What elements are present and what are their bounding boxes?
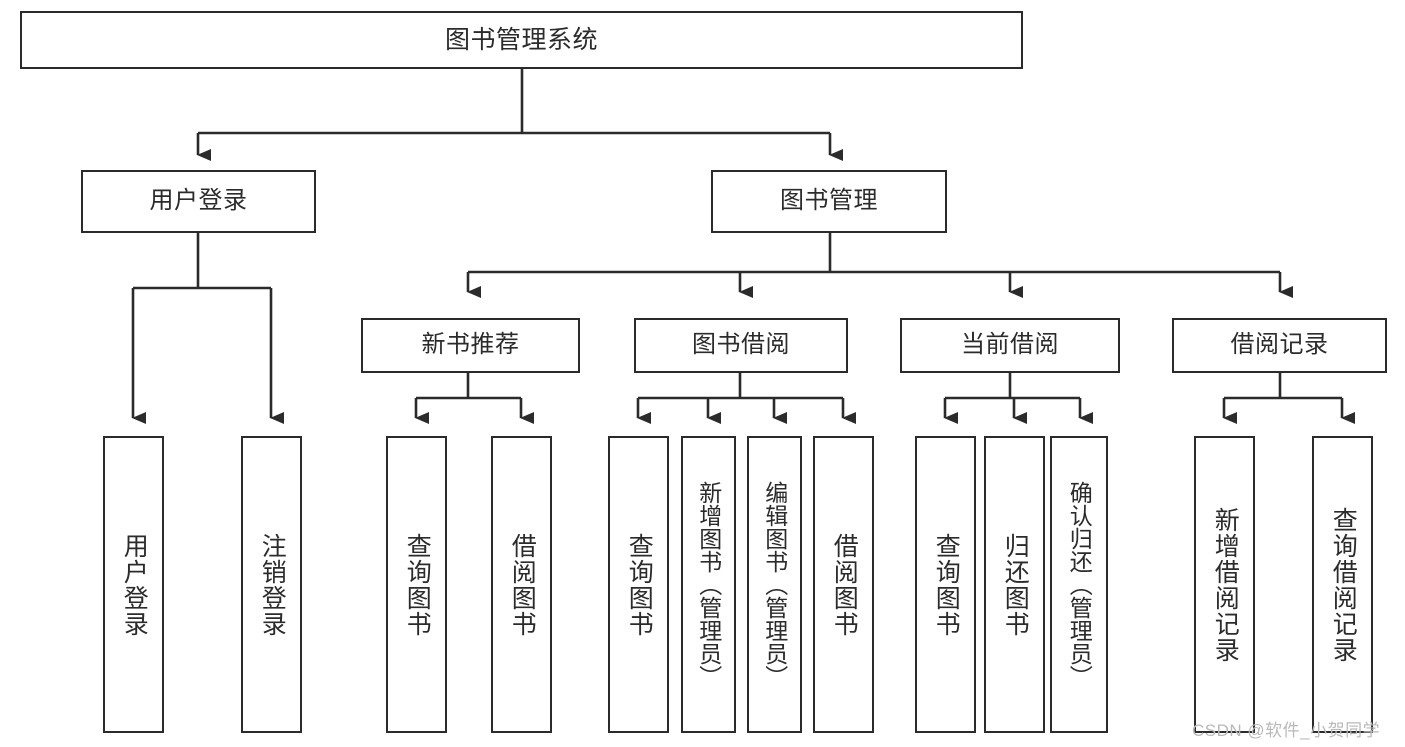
leaf-records-query-record[interactable]: 查询借阅记录 <box>1312 436 1373 733</box>
node-label: 查询借阅记录 <box>1329 506 1358 663</box>
node-label: 归还图书 <box>1001 532 1030 637</box>
leaf-current-return-book[interactable]: 归还图书 <box>984 436 1045 733</box>
leaf-records-add-record[interactable]: 新增借阅记录 <box>1194 436 1255 733</box>
node-label: 借阅图书 <box>508 532 537 637</box>
node-label: 用户登录 <box>149 187 248 215</box>
node-label: 查询图书 <box>932 532 961 637</box>
node-label: 图书借阅 <box>692 331 790 359</box>
node-label: 注销登录 <box>258 532 287 637</box>
leaf-user-login-signin[interactable]: 用户登录 <box>103 436 164 733</box>
node-current-borrow[interactable]: 当前借阅 <box>900 318 1120 373</box>
node-label: 编辑图书（管理员） <box>761 481 788 688</box>
node-new-book-recommend[interactable]: 新书推荐 <box>361 318 580 373</box>
leaf-borrow-query-book[interactable]: 查询图书 <box>608 436 669 733</box>
leaf-new-book-borrow[interactable]: 借阅图书 <box>491 436 552 733</box>
node-label: 查询图书 <box>625 532 654 637</box>
leaf-borrow-edit-book-admin[interactable]: 编辑图书（管理员） <box>747 436 802 733</box>
node-label: 新增图书（管理员） <box>695 481 722 688</box>
leaf-new-book-query[interactable]: 查询图书 <box>386 436 447 733</box>
node-label: 新书推荐 <box>421 331 520 359</box>
leaf-current-query-book[interactable]: 查询图书 <box>915 436 976 733</box>
node-root-system[interactable]: 图书管理系统 <box>20 11 1023 69</box>
node-borrow-records[interactable]: 借阅记录 <box>1172 318 1387 373</box>
node-label: 图书管理 <box>780 187 878 215</box>
leaf-borrow-add-book-admin[interactable]: 新增图书（管理员） <box>681 436 736 733</box>
node-book-management[interactable]: 图书管理 <box>711 170 947 233</box>
node-label: 借阅图书 <box>830 532 859 637</box>
node-label: 图书管理系统 <box>444 26 598 54</box>
leaf-user-login-signout[interactable]: 注销登录 <box>241 436 302 733</box>
node-label: 查询图书 <box>403 532 432 637</box>
leaf-borrow-borrow-book[interactable]: 借阅图书 <box>813 436 874 733</box>
node-user-login[interactable]: 用户登录 <box>81 170 316 233</box>
node-label: 新增借阅记录 <box>1211 506 1240 663</box>
leaf-current-confirm-return-admin[interactable]: 确认归还（管理员） <box>1050 436 1108 733</box>
node-label: 借阅记录 <box>1230 331 1329 359</box>
node-label: 用户登录 <box>120 532 149 637</box>
node-label: 确认归还（管理员） <box>1066 481 1093 688</box>
node-label: 当前借阅 <box>961 331 1059 359</box>
node-book-borrow[interactable]: 图书借阅 <box>634 318 848 373</box>
watermark-text: CSDN @软件_小贺同学 <box>1192 721 1381 740</box>
